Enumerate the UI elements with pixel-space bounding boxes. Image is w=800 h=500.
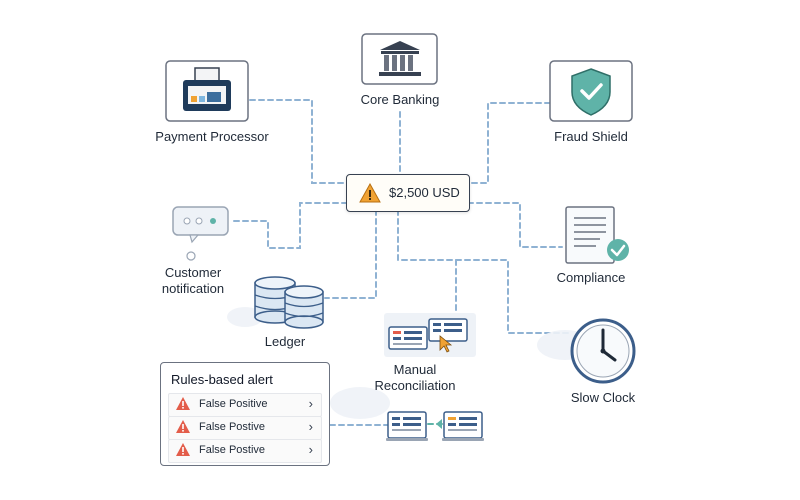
manual-reconciliation-line2: Reconciliation — [374, 378, 456, 393]
manual-reconciliation-icon — [384, 313, 476, 357]
rules-alert-panel: Rules-based alert False Positive › False… — [160, 362, 330, 466]
connector-ledger — [324, 209, 377, 299]
connector-fraud — [467, 102, 551, 184]
customer-notification-label: Customer notification — [148, 265, 238, 297]
slow-clock-label: Slow Clock — [570, 390, 636, 405]
chat-bubble-icon — [172, 206, 229, 261]
rule-row-label: False Postive — [199, 444, 266, 456]
bottom-flow-screens-icon — [386, 411, 484, 441]
fraud-shield-label: Fraud Shield — [554, 129, 628, 144]
clock-icon — [570, 318, 636, 384]
rule-row[interactable]: False Postive › — [168, 439, 322, 463]
core-banking-label: Core Banking — [360, 92, 440, 107]
warning-icon — [176, 443, 190, 456]
connector-payment — [249, 99, 347, 184]
rules-panel-title: Rules-based alert — [171, 372, 273, 387]
warning-icon — [176, 420, 190, 433]
customer-notification-line1: Customer — [164, 265, 222, 280]
compliance-document-icon — [565, 206, 629, 264]
warning-icon — [176, 397, 190, 410]
manual-reconciliation-line1: Manual — [393, 362, 437, 377]
core-banking-icon — [361, 33, 438, 85]
payment-processor-label: Payment Processor — [155, 129, 269, 144]
rule-row[interactable]: False Postive › — [168, 416, 322, 440]
alert-amount-chip[interactable]: $2,500 USD — [346, 174, 470, 212]
rule-row[interactable]: False Positive › — [168, 393, 322, 417]
connector-manual — [397, 209, 457, 314]
cursor-icon — [439, 335, 453, 353]
chevron-right-icon: › — [308, 442, 313, 457]
connector-customer — [229, 202, 377, 249]
rule-row-label: False Positive — [199, 398, 268, 410]
customer-notification-line2: notification — [161, 281, 225, 296]
rule-row-label: False Postive — [199, 421, 266, 433]
compliance-label: Compliance — [556, 270, 626, 285]
warning-icon — [359, 183, 381, 203]
chevron-right-icon: › — [308, 396, 313, 411]
database-icon — [254, 276, 324, 329]
connector-compliance — [467, 202, 563, 248]
manual-reconciliation-label: Manual Reconciliation — [360, 362, 470, 394]
ledger-label: Ledger — [264, 334, 306, 349]
connector-clock — [455, 259, 573, 334]
shield-icon — [549, 60, 633, 122]
payment-terminal-icon — [165, 60, 249, 122]
alert-amount: $2,500 USD — [389, 185, 460, 200]
chevron-right-icon: › — [308, 419, 313, 434]
